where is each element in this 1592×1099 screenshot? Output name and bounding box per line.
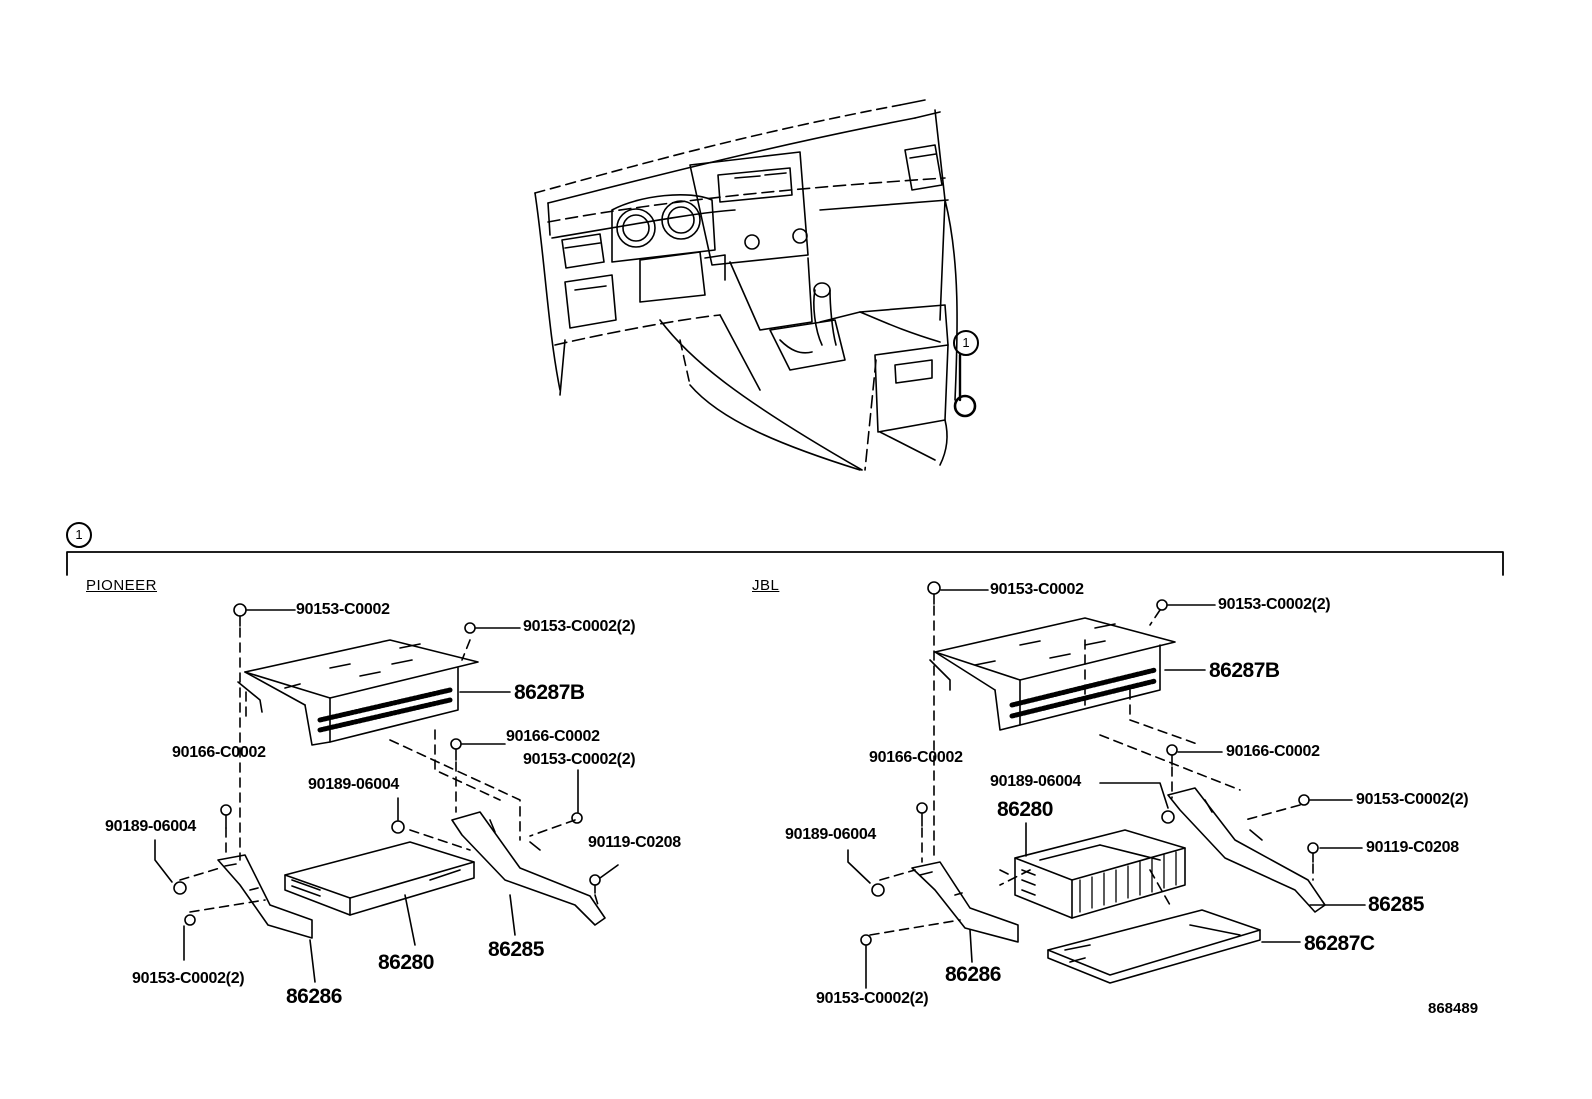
section-frame	[66, 551, 1504, 576]
part-label: 90153-C0002(2)	[523, 618, 636, 635]
part-label: 86280	[378, 951, 434, 974]
jbl-assembly-illustration	[847, 581, 1366, 989]
part-label: 90166-C0002	[869, 749, 963, 766]
part-label: 90189-06004	[990, 773, 1082, 790]
part-label: 90153-C0002	[990, 581, 1084, 598]
part-label: 90153-C0002(2)	[816, 990, 929, 1007]
part-label: 90153-C0002(2)	[132, 970, 245, 987]
part-label: 90166-C0002	[1226, 743, 1320, 760]
part-label: 86285	[488, 938, 544, 961]
part-label: 90166-C0002	[172, 744, 266, 761]
part-label: 90153-C0002(2)	[1218, 596, 1331, 613]
part-label: 86286	[286, 985, 342, 1008]
part-label: 86287C	[1304, 932, 1375, 955]
part-label: 90189-06004	[105, 818, 197, 835]
part-label: 86286	[945, 963, 1001, 986]
part-label: 90189-06004	[308, 776, 400, 793]
callout-badge-section: 1	[66, 522, 92, 548]
part-label: 90166-C0002	[506, 728, 600, 745]
dashboard-overview-illustration	[534, 99, 962, 471]
section-title-pioneer: PIONEER	[86, 577, 158, 594]
diagram-number: 868489	[1428, 1000, 1479, 1017]
part-label: 90189-06004	[785, 826, 877, 843]
part-label: 90153-C0002(2)	[523, 751, 636, 768]
part-label: 86287B	[514, 681, 585, 704]
callout-badge-top: 1	[953, 330, 979, 356]
part-label: 90119-C0208	[588, 834, 681, 851]
part-label: 90153-C0002	[296, 601, 390, 618]
part-label: 86287B	[1209, 659, 1280, 682]
part-label: 86285	[1368, 893, 1424, 916]
part-label: 90119-C0208	[1366, 839, 1459, 856]
part-label: 90153-C0002(2)	[1356, 791, 1469, 808]
part-label: 86280	[997, 798, 1053, 821]
callout-marker	[953, 394, 977, 418]
section-title-jbl: JBL	[752, 577, 780, 594]
pioneer-assembly-illustration	[154, 603, 619, 983]
